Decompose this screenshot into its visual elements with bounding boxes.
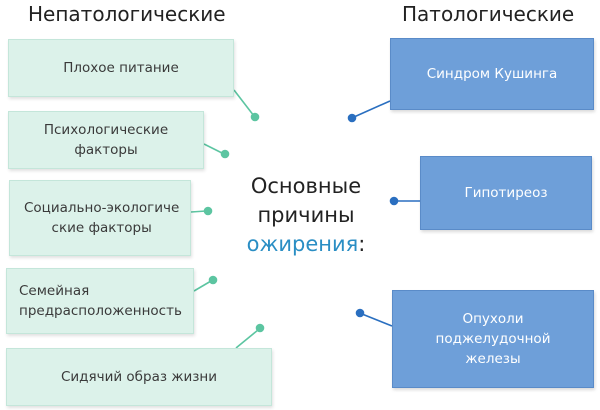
connector-pancreas xyxy=(361,313,393,327)
connector-dot-family xyxy=(208,275,218,285)
cause-pancreatic-tumors: Опухоли поджелудочной железы xyxy=(392,290,594,388)
connector-dot-psychological xyxy=(220,149,230,159)
cause-psychological-factors: Психологические факторы xyxy=(8,111,204,169)
center-title-line1: Основные xyxy=(250,174,362,198)
center-title: Основные причины ожирения: xyxy=(222,172,390,259)
cause-label-line: ские факторы xyxy=(51,220,152,236)
connector-family xyxy=(193,280,212,292)
connector-dot-pancreas xyxy=(355,308,365,318)
cause-label-line: железы xyxy=(465,351,521,367)
connector-cushing xyxy=(353,100,391,118)
cause-family-predisposition: Семейная предрасположенность xyxy=(6,268,194,334)
heading-pathological: Патологические xyxy=(402,2,575,26)
cause-sedentary-lifestyle: Сидячий образ жизни xyxy=(6,348,272,406)
center-title-accent: ожирения xyxy=(246,232,359,256)
connector-dot-cushing xyxy=(347,113,357,123)
cause-cushing-syndrome: Синдром Кушинга xyxy=(390,38,594,110)
connector-dot-socio-ecological xyxy=(203,206,213,216)
cause-label-line: Гипотиреоз xyxy=(464,185,548,201)
cause-label-line: Психологические xyxy=(43,122,169,138)
connector-sedentary xyxy=(235,329,259,349)
cause-label-line: Синдром Кушинга xyxy=(426,66,558,82)
heading-non-pathological: Непатологические xyxy=(28,2,226,26)
cause-socio-ecological-factors: Социально-экологиче ские факторы xyxy=(9,180,191,256)
center-title-colon: : xyxy=(358,232,366,256)
cause-label-line: предрасположенность xyxy=(19,303,182,319)
cause-label-line: Семейная xyxy=(19,283,90,299)
cause-label-line: Опухоли xyxy=(462,311,524,327)
connector-dot-hypothyroidism xyxy=(389,196,399,206)
connector-psychological xyxy=(203,143,225,155)
cause-label-line: Плохое питание xyxy=(63,60,179,76)
connector-dot-sedentary xyxy=(255,323,265,333)
cause-label-line: факторы xyxy=(74,142,138,158)
cause-label-line: Сидячий образ жизни xyxy=(60,369,218,385)
connector-socio-ecological xyxy=(190,210,207,213)
connector-dot-poor-nutrition xyxy=(250,112,260,122)
cause-label-line: Социально-экологиче xyxy=(24,200,180,216)
center-title-line2: причины xyxy=(257,203,355,227)
center-title-line3: ожирения: xyxy=(222,230,390,259)
cause-label-line: поджелудочной xyxy=(435,331,551,347)
connector-poor-nutrition xyxy=(233,89,255,117)
cause-poor-nutrition: Плохое питание xyxy=(8,39,234,97)
cause-hypothyroidism: Гипотиреоз xyxy=(420,156,592,230)
